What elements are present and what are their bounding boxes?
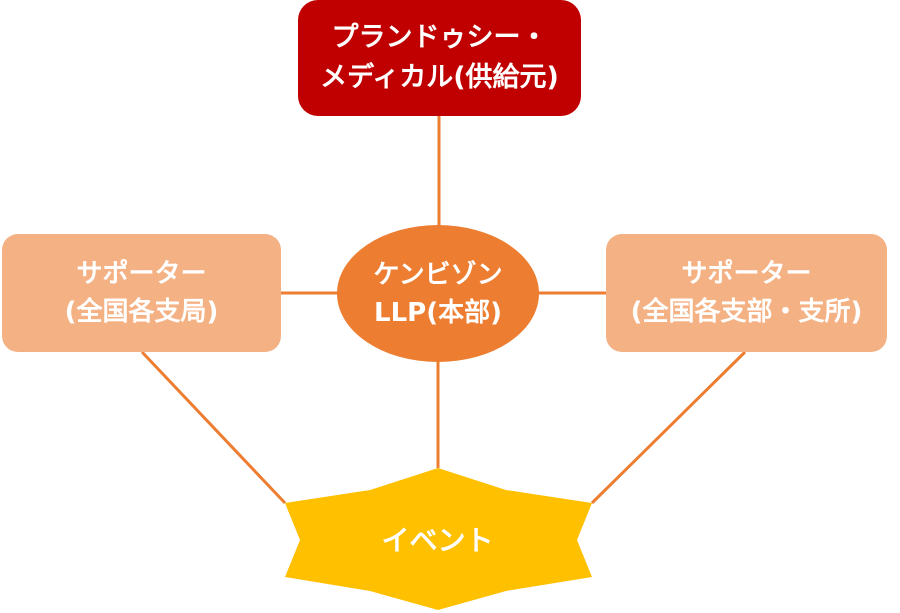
headquarters-label-line-1: ケンビゾン [373, 259, 503, 290]
supporter-right-node: サポーター (全国各支部・支所) [606, 234, 887, 352]
event-star-shape [285, 468, 592, 610]
headquarters-label-line-2: LLP(本部) [374, 297, 502, 328]
supporter-left-label-line-2: (全国各支局) [64, 297, 219, 327]
supporter-left-node: サポーター (全国各支局) [2, 234, 281, 352]
supplier-label-line-1: プランドゥシー・ [331, 22, 548, 53]
connector-right-event [590, 350, 747, 505]
supplier-label-line-2: メディカル(供給元) [320, 62, 559, 93]
supporter-left-label-line-1: サポーター [76, 259, 207, 289]
event-node-label: イベント [381, 524, 494, 557]
supporter-right-label-line-1: サポーター [681, 259, 812, 289]
headquarters-node: ケンビゾン LLP(本部) [337, 225, 539, 362]
supplier-node: プランドゥシー・ メディカル(供給元) [298, 0, 581, 116]
supporter-right-label-line-2: (全国各支部・支所) [630, 297, 863, 327]
connector-left-event [140, 350, 287, 505]
